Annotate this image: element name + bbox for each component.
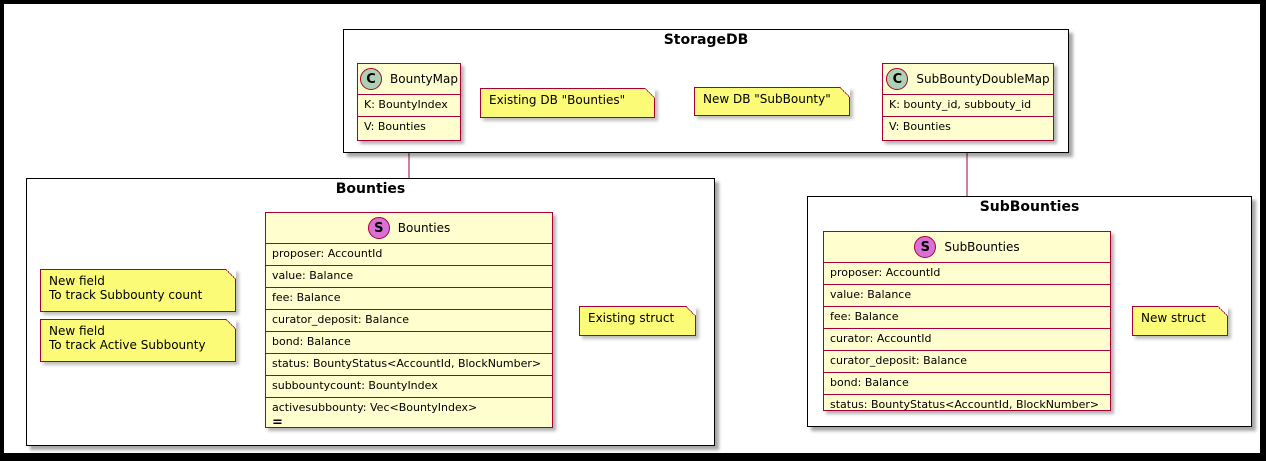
class-subbountydoublemap[interactable]: C SubBountyDoubleMap K: bounty_id, subbo… [882, 63, 1054, 141]
class-field: K: bounty_id, subbouty_id [883, 94, 1053, 114]
struct-field: value: Balance [824, 284, 1110, 304]
struct-glyph-icon: S [914, 236, 937, 258]
note-text: New field [49, 324, 105, 338]
class-name: SubBountyDoubleMap [916, 72, 1050, 86]
package-title: StorageDB [663, 32, 749, 48]
class-name: BountyMap [390, 72, 458, 86]
struct-subbounties[interactable]: S SubBounties proposer: AccountId value:… [823, 231, 1111, 411]
note-new-struct: New struct [1132, 306, 1228, 336]
struct-field: activesubbounty: Vec<BountyIndex> [266, 397, 552, 417]
struct-field: proposer: AccountId [266, 243, 552, 263]
note-text: To track Active Subbounty [49, 338, 206, 352]
class-field: V: Bounties [883, 116, 1053, 136]
struct-trailing-mark: = [272, 415, 283, 430]
class-header: S Bounties [266, 213, 552, 243]
struct-field: bond: Balance [824, 372, 1110, 392]
note-existing-struct: Existing struct [579, 306, 696, 336]
class-field: K: BountyIndex [358, 94, 460, 114]
note-existing-db: Existing DB "Bounties" [480, 88, 655, 118]
struct-field: curator: AccountId [824, 328, 1110, 348]
package-title: SubBounties [979, 199, 1080, 215]
class-header: C BountyMap [358, 64, 460, 94]
class-bountymap[interactable]: C BountyMap K: BountyIndex V: Bounties [357, 63, 461, 141]
struct-field: value: Balance [266, 265, 552, 285]
note-new-db: New DB "SubBounty" [694, 87, 850, 116]
struct-field: curator_deposit: Balance [824, 350, 1110, 370]
class-glyph-icon: C [886, 68, 909, 90]
struct-field: status: BountyStatus<AccountId, BlockNum… [824, 394, 1110, 414]
struct-field: subbountycount: BountyIndex [266, 375, 552, 395]
struct-field: curator_deposit: Balance [266, 309, 552, 329]
class-header: C SubBountyDoubleMap [883, 64, 1053, 94]
class-name: Bounties [397, 221, 451, 235]
class-name: SubBounties [944, 240, 1020, 254]
note-subbounty-count: New field To track Subbounty count [40, 269, 236, 312]
struct-field: bond: Balance [266, 331, 552, 351]
class-glyph-icon: C [360, 68, 383, 90]
note-active-subbounty: New field To track Active Subbounty [40, 319, 236, 362]
note-text: New struct [1141, 311, 1206, 325]
class-header: S SubBounties [824, 232, 1110, 262]
class-field: V: Bounties [358, 116, 460, 136]
note-text: Existing struct [588, 311, 675, 325]
package-title: Bounties [335, 181, 406, 197]
struct-bounties[interactable]: S Bounties proposer: AccountId value: Ba… [265, 212, 553, 430]
note-text: New DB "SubBounty" [703, 92, 831, 106]
struct-field: proposer: AccountId [824, 262, 1110, 282]
struct-glyph-icon: S [367, 217, 390, 239]
struct-field: fee: Balance [266, 287, 552, 307]
diagram-canvas: StorageDB Bounties SubBounties C BountyM… [4, 4, 1260, 453]
note-text: To track Subbounty count [49, 288, 203, 302]
note-text: New field [49, 274, 105, 288]
struct-field: status: BountyStatus<AccountId, BlockNum… [266, 353, 552, 373]
struct-field: fee: Balance [824, 306, 1110, 326]
note-text: Existing DB "Bounties" [489, 93, 626, 107]
